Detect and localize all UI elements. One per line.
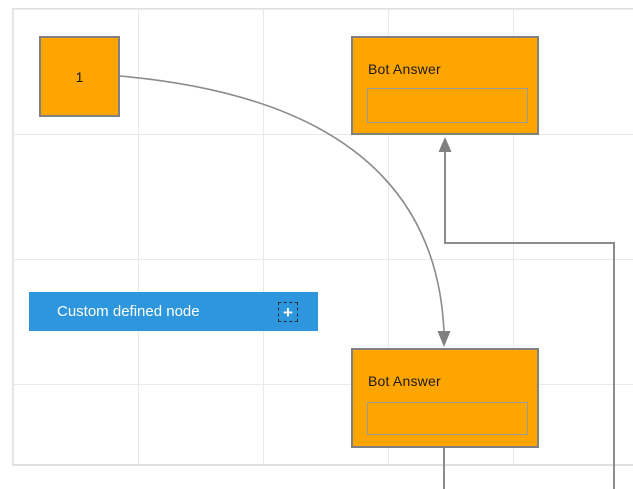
edge-elbow-loop-to-top-answer[interactable] (444, 151, 615, 489)
plus-icon: + (283, 302, 293, 322)
node-bot-answer-bottom[interactable]: Bot Answer (351, 348, 539, 448)
node-bot-answer-top[interactable]: Bot Answer (351, 36, 539, 135)
add-node-icon[interactable]: + (278, 302, 298, 322)
arrowhead-up-icon (438, 137, 452, 152)
edge-curve-start-to-bottom-answer[interactable] (119, 75, 445, 333)
custom-defined-node-button[interactable]: Custom defined node + (29, 292, 318, 331)
node-start-label: 1 (75, 68, 84, 85)
custom-node-label: Custom defined node (57, 303, 200, 320)
node-start[interactable]: 1 (39, 36, 120, 117)
node-title: Bot Answer (368, 61, 441, 77)
arrowhead-down-icon (437, 331, 451, 347)
node-title: Bot Answer (368, 373, 441, 389)
answer-input-box[interactable] (367, 402, 528, 435)
answer-input-box[interactable] (367, 88, 528, 123)
